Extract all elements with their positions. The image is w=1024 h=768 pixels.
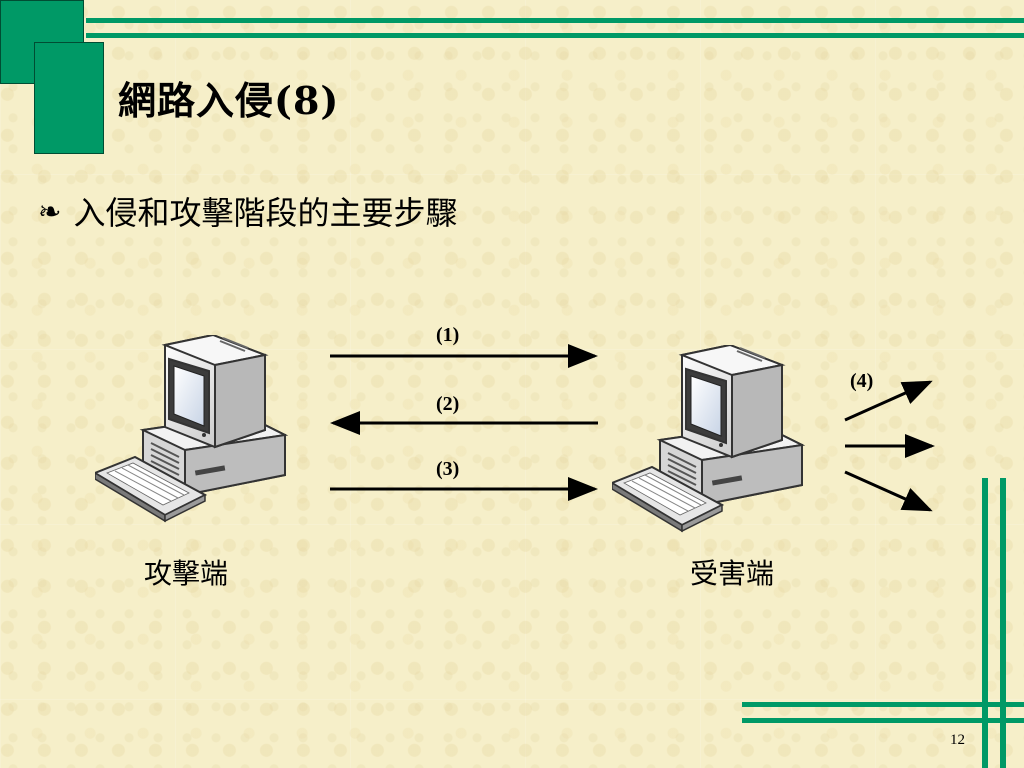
top-line-1 [86,18,1024,23]
victim-computer-icon [612,345,803,532]
step-label-3: (3) [436,458,460,480]
step-label-1: (1) [436,324,460,346]
slide-title: 網路入侵(8) [118,78,340,123]
right-bar-1 [982,478,988,768]
step-label-2: (2) [436,393,460,415]
decor-block-front [34,42,104,154]
arrow-out-down [844,470,933,512]
top-line-2 [86,33,1024,38]
attacker-computer-icon [95,335,286,522]
bullet-item: ❧ 入侵和攻擊階段的主要步驟 [38,188,457,234]
right-bar-2 [1000,478,1006,768]
bottom-line-1 [742,702,1024,707]
attacker-label: 攻擊端 [144,557,229,590]
bottom-line-2 [742,718,1024,723]
victim-label: 受害端 [690,557,775,590]
step-label-4: (4) [850,370,874,392]
page-number: 12 [950,732,965,748]
bullet-text: 入侵和攻擊階段的主要步驟 [73,194,458,232]
bullet-icon: ❧ [38,194,62,228]
arrow-out-up [844,380,933,422]
